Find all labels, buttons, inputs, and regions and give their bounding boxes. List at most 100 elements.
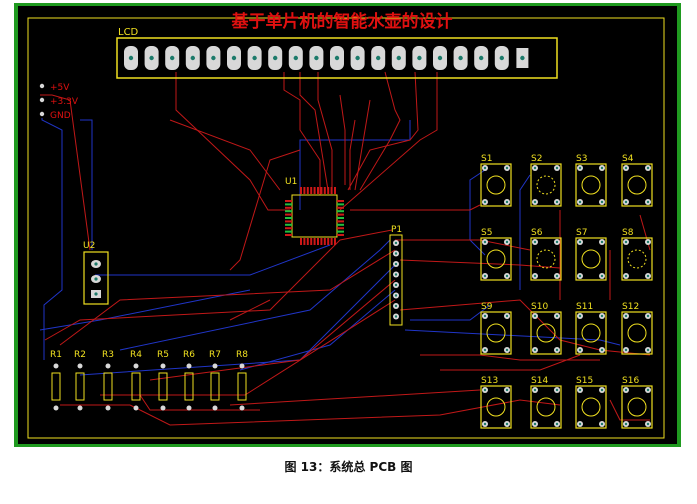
switch-label: S6 bbox=[531, 228, 543, 238]
switch-s6: S6 bbox=[530, 228, 562, 281]
u1-pin bbox=[310, 187, 313, 194]
p1-pin-hole bbox=[394, 294, 398, 297]
u1-pin bbox=[337, 220, 344, 223]
lcd-pad bbox=[371, 46, 386, 70]
switch-label: S3 bbox=[576, 154, 587, 164]
lcd-pad bbox=[247, 46, 262, 70]
u1-pin bbox=[337, 210, 344, 213]
switch-label: S14 bbox=[531, 376, 548, 386]
u1-pin bbox=[285, 210, 292, 213]
u1-pin bbox=[317, 238, 319, 245]
lcd-pad bbox=[330, 46, 344, 70]
u1-pin bbox=[285, 206, 292, 209]
u1-pin bbox=[317, 187, 319, 194]
switch-label: S16 bbox=[622, 376, 639, 386]
u1-pin bbox=[337, 206, 344, 209]
switch-s8: S8 bbox=[621, 228, 653, 281]
u1-pin bbox=[334, 187, 336, 194]
lcd-label: LCD bbox=[118, 27, 139, 38]
u2-regulator: U2 bbox=[83, 241, 109, 305]
resistor-r8: R8 bbox=[236, 350, 248, 411]
u1-pin bbox=[337, 213, 344, 216]
u1-chip: U1 bbox=[285, 177, 344, 245]
u1-pin bbox=[285, 220, 292, 223]
resistor-r1: R1 bbox=[50, 350, 62, 411]
u1-pin bbox=[337, 223, 344, 226]
u1-pin bbox=[285, 234, 292, 236]
switch-s9: S9 bbox=[480, 302, 512, 355]
u1-pin bbox=[285, 227, 292, 230]
u1-pin bbox=[330, 238, 333, 245]
resistor-r7: R7 bbox=[209, 350, 221, 411]
lcd-pad bbox=[309, 46, 324, 70]
switch-s15: S15 bbox=[575, 376, 607, 429]
u1-pin bbox=[330, 187, 333, 194]
switch-s2: S2 bbox=[530, 154, 562, 207]
p1-header: P1 bbox=[389, 225, 403, 326]
u2-label: U2 bbox=[83, 241, 95, 251]
lcd-pad bbox=[124, 46, 138, 70]
resistor-label: R2 bbox=[74, 350, 86, 360]
resistor-label: R7 bbox=[209, 350, 221, 360]
u1-pin bbox=[337, 203, 344, 206]
resistor-label: R6 bbox=[183, 350, 195, 360]
switch-s4: S4 bbox=[621, 154, 653, 207]
p1-pin-hole bbox=[394, 241, 398, 245]
resistor-label: R4 bbox=[130, 350, 142, 360]
u1-pin bbox=[313, 238, 316, 245]
resistor-label: R3 bbox=[102, 350, 114, 360]
u1-pin bbox=[323, 187, 326, 194]
u1-pin bbox=[285, 230, 292, 233]
pcb-layout: 基于单片机的智能水壶的设计 bbox=[14, 3, 681, 447]
resistor-r2: R2 bbox=[74, 350, 86, 411]
switch-s10: S10 bbox=[530, 302, 562, 355]
u1-pin bbox=[337, 230, 344, 233]
switch-s13: S13 bbox=[480, 376, 512, 429]
switch-s11: S11 bbox=[575, 302, 607, 355]
lcd-pad bbox=[494, 46, 509, 70]
resistor-r5: R5 bbox=[157, 350, 169, 411]
switch-label: S11 bbox=[576, 302, 593, 312]
lcd-pad bbox=[391, 46, 406, 70]
lcd-pad bbox=[288, 46, 303, 70]
u1-pin bbox=[320, 187, 323, 194]
switch-label: S15 bbox=[576, 376, 593, 386]
switch-s16: S16 bbox=[621, 376, 653, 429]
p1-pin-hole bbox=[394, 283, 398, 287]
p1-pin-hole bbox=[394, 273, 398, 276]
power-labels: +5V +3.3V GND bbox=[39, 83, 79, 121]
u1-pin bbox=[300, 238, 302, 245]
lcd-connector: LCD bbox=[116, 27, 558, 79]
power-label-3v3: +3.3V bbox=[50, 97, 79, 107]
u1-pin bbox=[313, 187, 316, 194]
lcd-pad bbox=[206, 46, 221, 70]
board-area bbox=[18, 6, 677, 444]
switch-label: S1 bbox=[481, 154, 492, 164]
p1-pin-hole bbox=[394, 315, 398, 318]
resistor-array: R1 R2 R3 R4 R5 R6 R7 R8 bbox=[50, 350, 248, 411]
keepout-outline bbox=[27, 17, 665, 439]
lcd-pad bbox=[350, 46, 365, 70]
lcd-pad bbox=[412, 46, 427, 70]
u1-pin bbox=[327, 187, 330, 194]
lcd-pad bbox=[516, 48, 529, 68]
switch-label: S12 bbox=[622, 302, 639, 312]
p1-pin-hole bbox=[394, 252, 398, 255]
u1-pin bbox=[337, 217, 344, 219]
lcd-pad bbox=[474, 46, 489, 70]
u1-pin bbox=[310, 238, 313, 245]
u1-pin bbox=[337, 200, 344, 202]
p1-pin-hole bbox=[394, 262, 398, 266]
resistor-r3: R3 bbox=[102, 350, 114, 411]
power-label-5v: +5V bbox=[50, 83, 70, 93]
u1-pin bbox=[303, 238, 306, 245]
switch-label: S9 bbox=[481, 302, 493, 312]
switch-s5: S5 bbox=[480, 228, 512, 281]
u1-pin bbox=[323, 238, 326, 245]
u1-pin bbox=[337, 234, 344, 236]
lcd-pad bbox=[453, 46, 468, 70]
switch-label: S2 bbox=[531, 154, 542, 164]
u1-pin bbox=[306, 187, 309, 194]
switch-label: S13 bbox=[481, 376, 498, 386]
